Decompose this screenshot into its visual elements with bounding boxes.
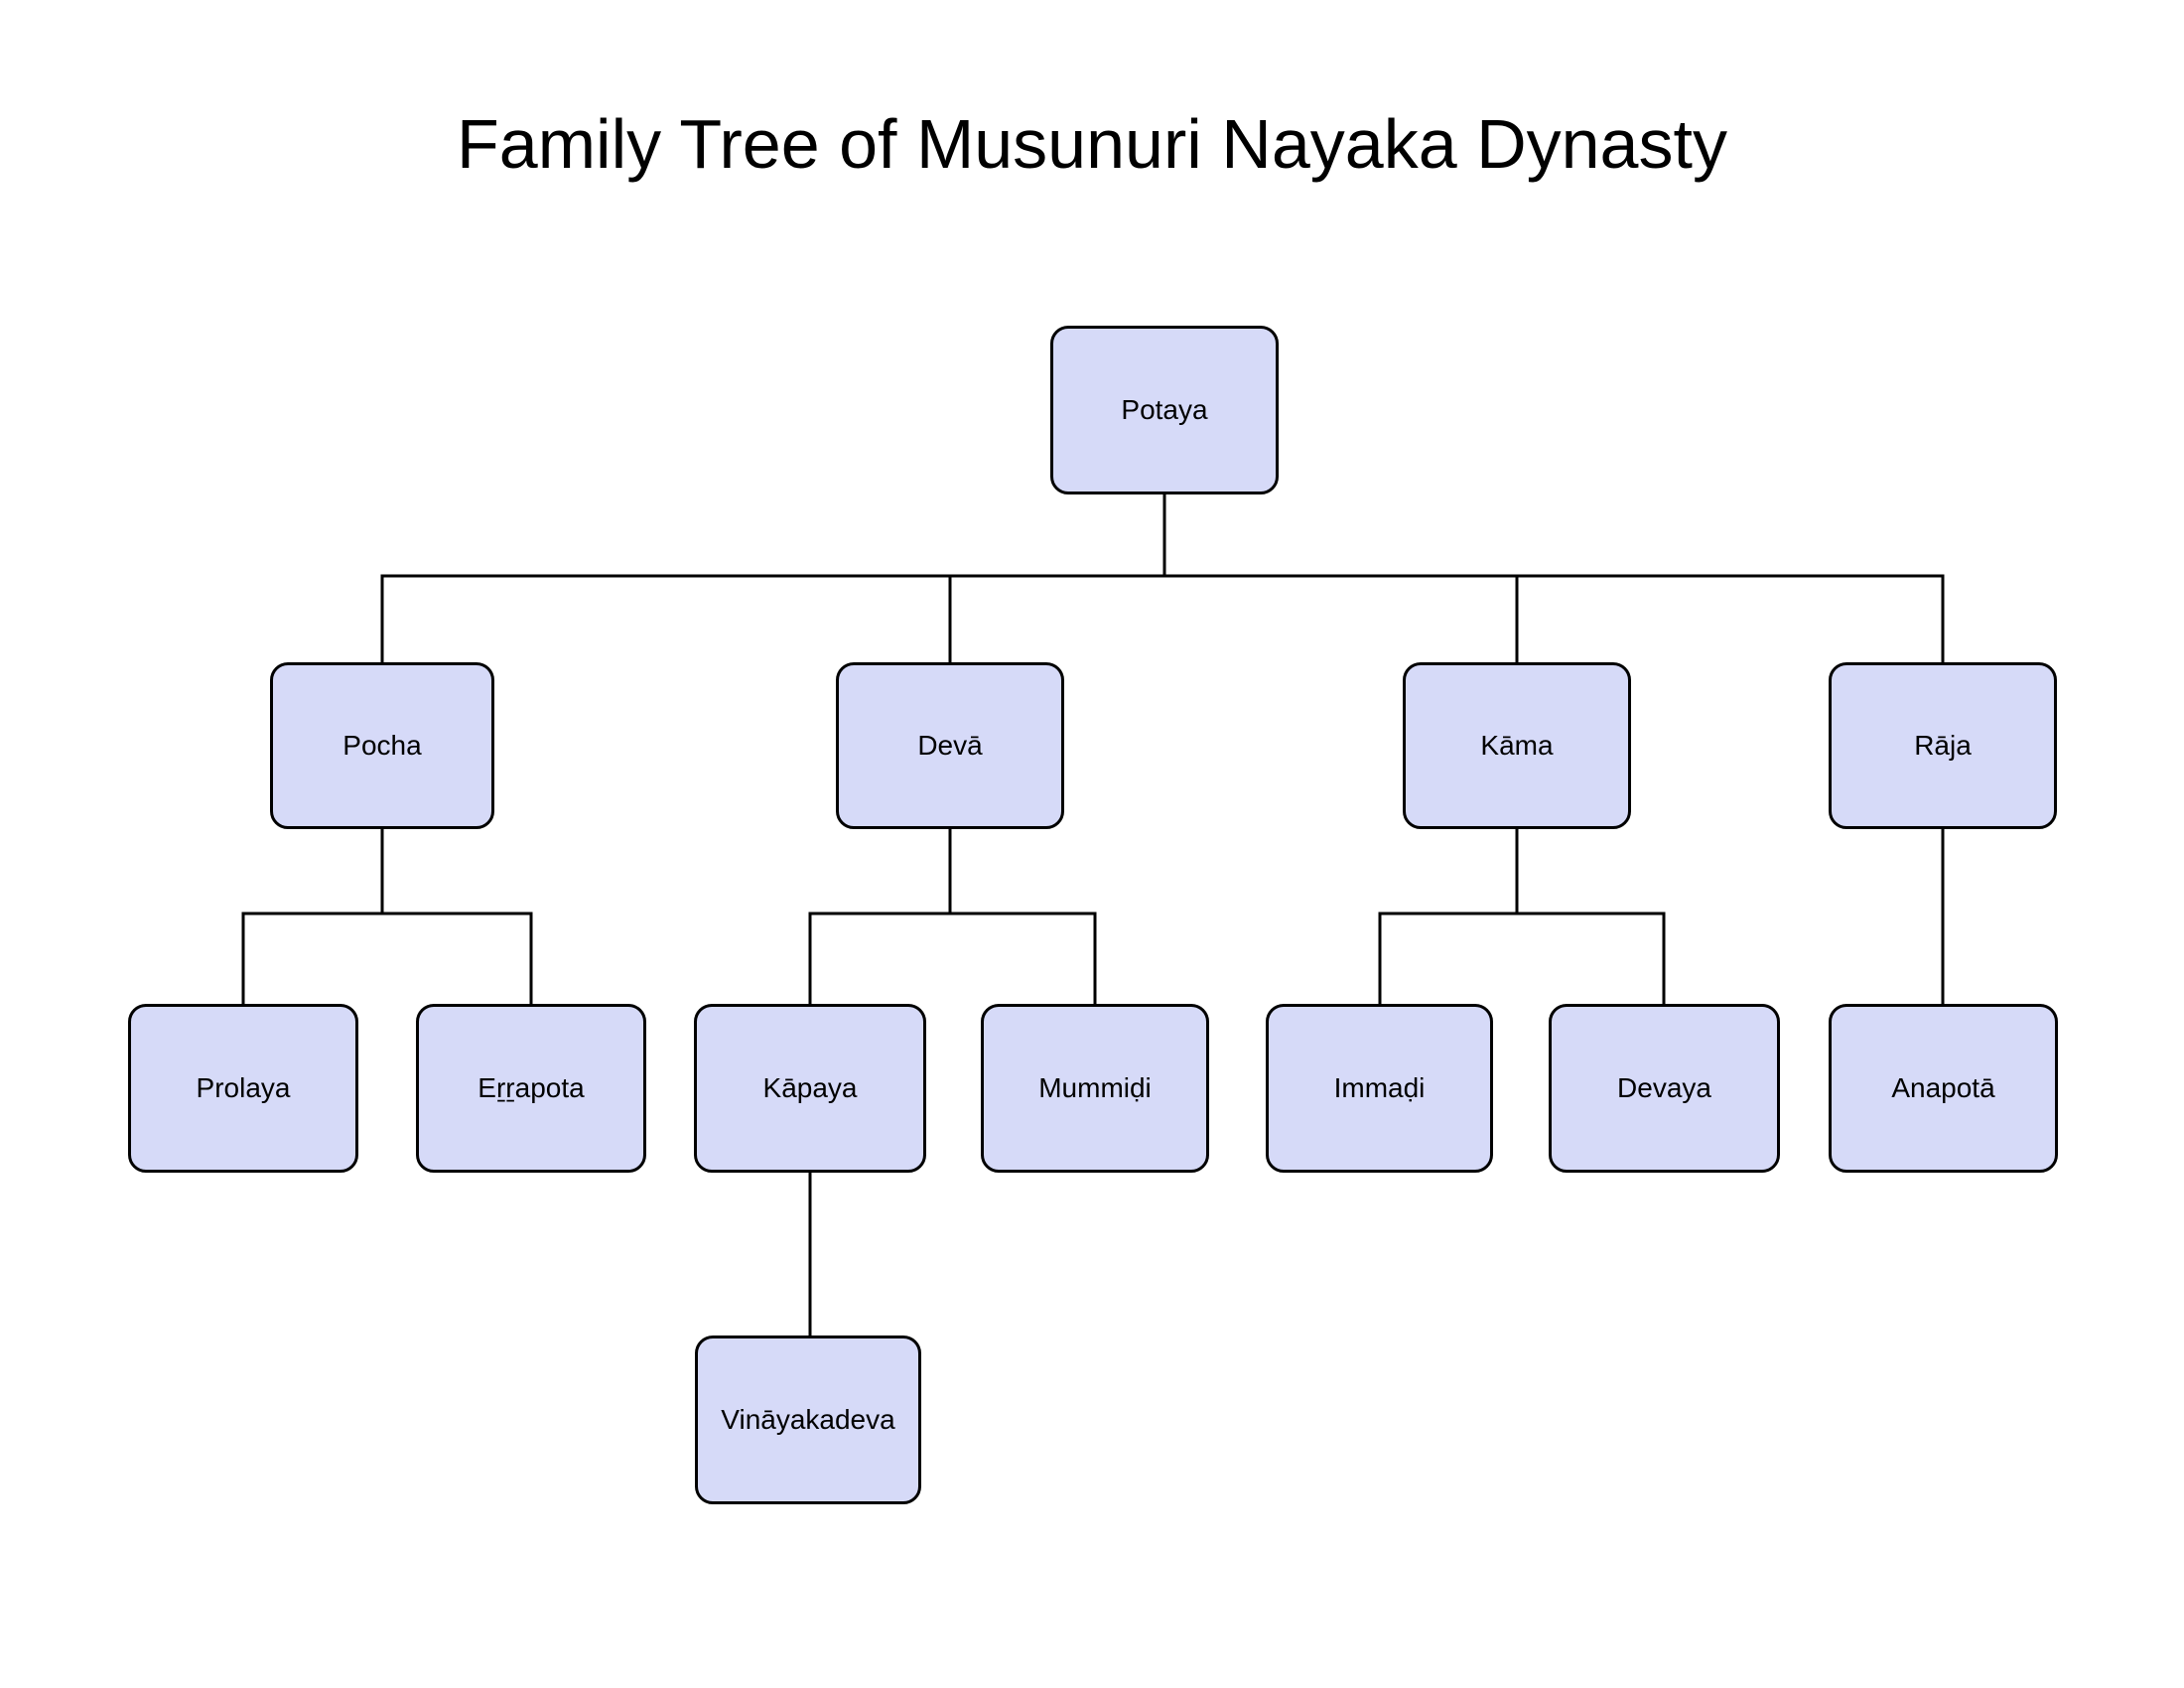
diagram-title: Family Tree of Musunuri Nayaka Dynasty	[457, 105, 1727, 183]
node-raja-label: Rāja	[1914, 730, 1972, 762]
node-errapota-label: Eṟṟapota	[478, 1072, 585, 1104]
node-vinayakadeva: Vināyakadeva	[695, 1336, 921, 1504]
node-deva: Devā	[836, 662, 1064, 829]
node-immadi-label: Immaḍi	[1333, 1072, 1426, 1104]
node-kapaya: Kāpaya	[694, 1004, 926, 1173]
node-anapota: Anapotā	[1829, 1004, 2058, 1173]
node-immadi: Immaḍi	[1266, 1004, 1493, 1173]
node-devaya-label: Devaya	[1617, 1072, 1711, 1104]
node-raja: Rāja	[1829, 662, 2057, 829]
node-potaya-label: Potaya	[1121, 394, 1208, 426]
node-kama: Kāma	[1403, 662, 1631, 829]
node-kama-label: Kāma	[1480, 730, 1554, 762]
node-potaya: Potaya	[1050, 326, 1279, 494]
node-devaya: Devaya	[1549, 1004, 1780, 1173]
node-kapaya-label: Kāpaya	[762, 1072, 858, 1104]
node-errapota: Eṟṟapota	[416, 1004, 646, 1173]
node-pocha-label: Pocha	[342, 730, 422, 762]
node-prolaya-label: Prolaya	[196, 1072, 291, 1104]
node-prolaya: Prolaya	[128, 1004, 358, 1173]
node-mummidi: Mummiḍi	[981, 1004, 1209, 1173]
node-mummidi-label: Mummiḍi	[1038, 1072, 1152, 1104]
node-vinayakadeva-label: Vināyakadeva	[721, 1404, 895, 1436]
node-deva-label: Devā	[917, 730, 983, 762]
node-pocha: Pocha	[270, 662, 494, 829]
node-anapota-label: Anapotā	[1891, 1072, 1995, 1104]
